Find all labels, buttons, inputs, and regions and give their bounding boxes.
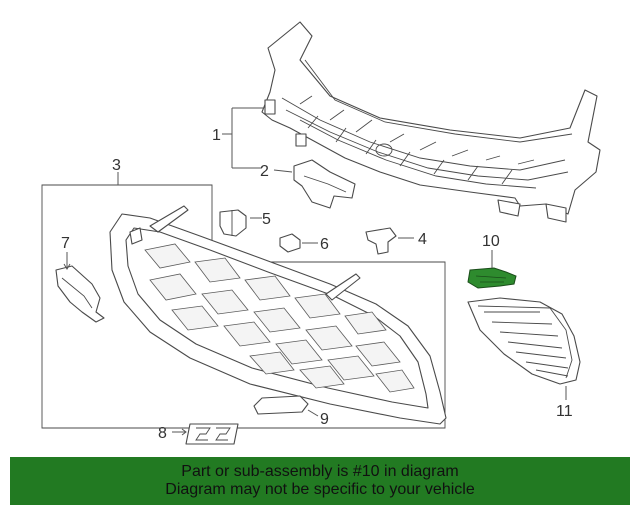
callout-1: 1: [212, 127, 221, 144]
banner-line-2: Diagram may not be specific to your vehi…: [165, 481, 475, 498]
callout-7: 7: [61, 235, 70, 252]
part-3-group-outline: [41, 184, 446, 429]
callout-10: 10: [482, 233, 500, 250]
callout-9: 9: [320, 411, 329, 428]
part-9-trim: [253, 395, 309, 415]
leader-9: [307, 409, 319, 417]
part-10-highlighted: [467, 267, 517, 289]
callout-4: 4: [418, 231, 427, 248]
callout-2: 2: [260, 163, 269, 180]
part-10-shape: [467, 267, 517, 289]
part-1-grille-frame: [261, 21, 601, 223]
callout-8: 8: [158, 425, 167, 442]
lower-grille-mesh: [144, 243, 415, 393]
callout-11: 11: [556, 403, 573, 420]
part-11-insert: [467, 297, 581, 385]
callout-3: 3: [112, 157, 121, 174]
part-5-clip: [219, 209, 247, 237]
leader-8-arrow: [181, 428, 187, 436]
part-7-bracket: [55, 265, 105, 323]
part-4-retainer: [365, 227, 397, 255]
lower-grille: [109, 205, 447, 425]
info-banner: Part or sub-assembly is #10 in diagram D…: [10, 457, 630, 505]
part-2-bracket: [293, 159, 356, 209]
part-8-emblem: [185, 423, 239, 445]
banner-line-1: Part or sub-assembly is #10 in diagram: [181, 463, 459, 480]
part-6-clip: [279, 233, 301, 253]
callout-5: 5: [262, 211, 271, 228]
leader-2: [273, 169, 293, 173]
leader-7-arrow: [63, 263, 71, 270]
parts-diagram: 1 2 3 4 5 6 7 8 9 10 11: [41, 21, 601, 445]
callout-6: 6: [320, 236, 329, 253]
leader-1: [222, 107, 264, 169]
